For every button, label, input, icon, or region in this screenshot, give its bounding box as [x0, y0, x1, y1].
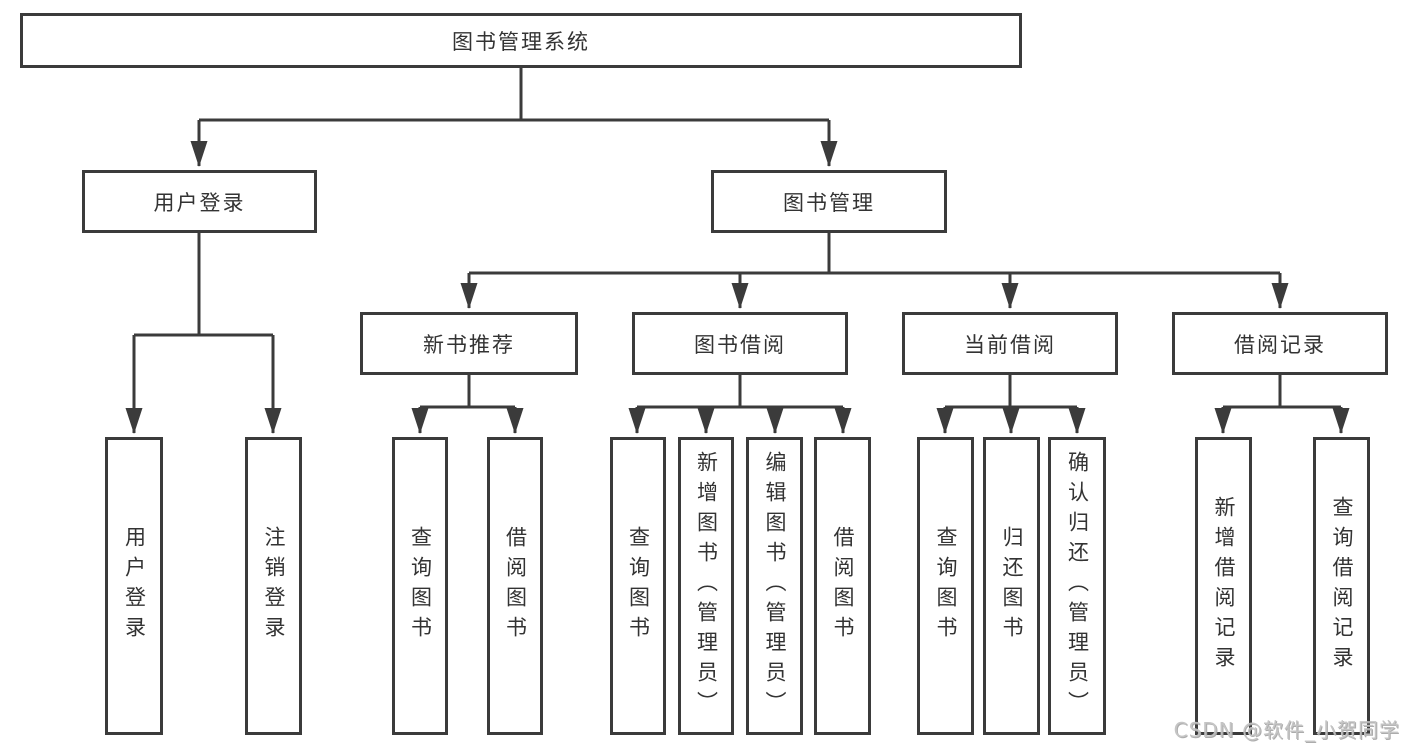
leaf-return-books: 归还图书: [983, 437, 1040, 735]
leaf-add-borrow-record: 新增借阅记录: [1195, 437, 1252, 735]
leaf-confirm-return-admin: 确认归还（管理员）: [1048, 437, 1106, 735]
leaf-query-borrow-record: 查询借阅记录: [1313, 437, 1370, 735]
node-current-borrowing: 当前借阅: [902, 312, 1118, 375]
node-new-book-recommendation: 新书推荐: [360, 312, 578, 375]
node-borrowing-records: 借阅记录: [1172, 312, 1388, 375]
leaf-edit-book-admin: 编辑图书（管理员）: [746, 437, 803, 735]
node-root-system: 图书管理系统: [20, 13, 1022, 68]
node-user-login: 用户登录: [82, 170, 317, 233]
node-book-borrowing: 图书借阅: [632, 312, 848, 375]
leaf-user-login: 用户登录: [105, 437, 163, 735]
leaf-borrow-books-recommend: 借阅图书: [487, 437, 543, 735]
leaf-borrow-books-borrowing: 借阅图书: [814, 437, 871, 735]
leaf-query-books-borrowing: 查询图书: [610, 437, 666, 735]
leaf-query-books-recommend: 查询图书: [392, 437, 448, 735]
watermark-text: CSDN @软件_小贺同学: [1173, 718, 1400, 742]
leaf-query-books-current: 查询图书: [917, 437, 974, 735]
node-book-management: 图书管理: [711, 170, 947, 233]
leaf-logout-login: 注销登录: [245, 437, 302, 735]
leaf-add-book-admin: 新增图书（管理员）: [678, 437, 734, 735]
